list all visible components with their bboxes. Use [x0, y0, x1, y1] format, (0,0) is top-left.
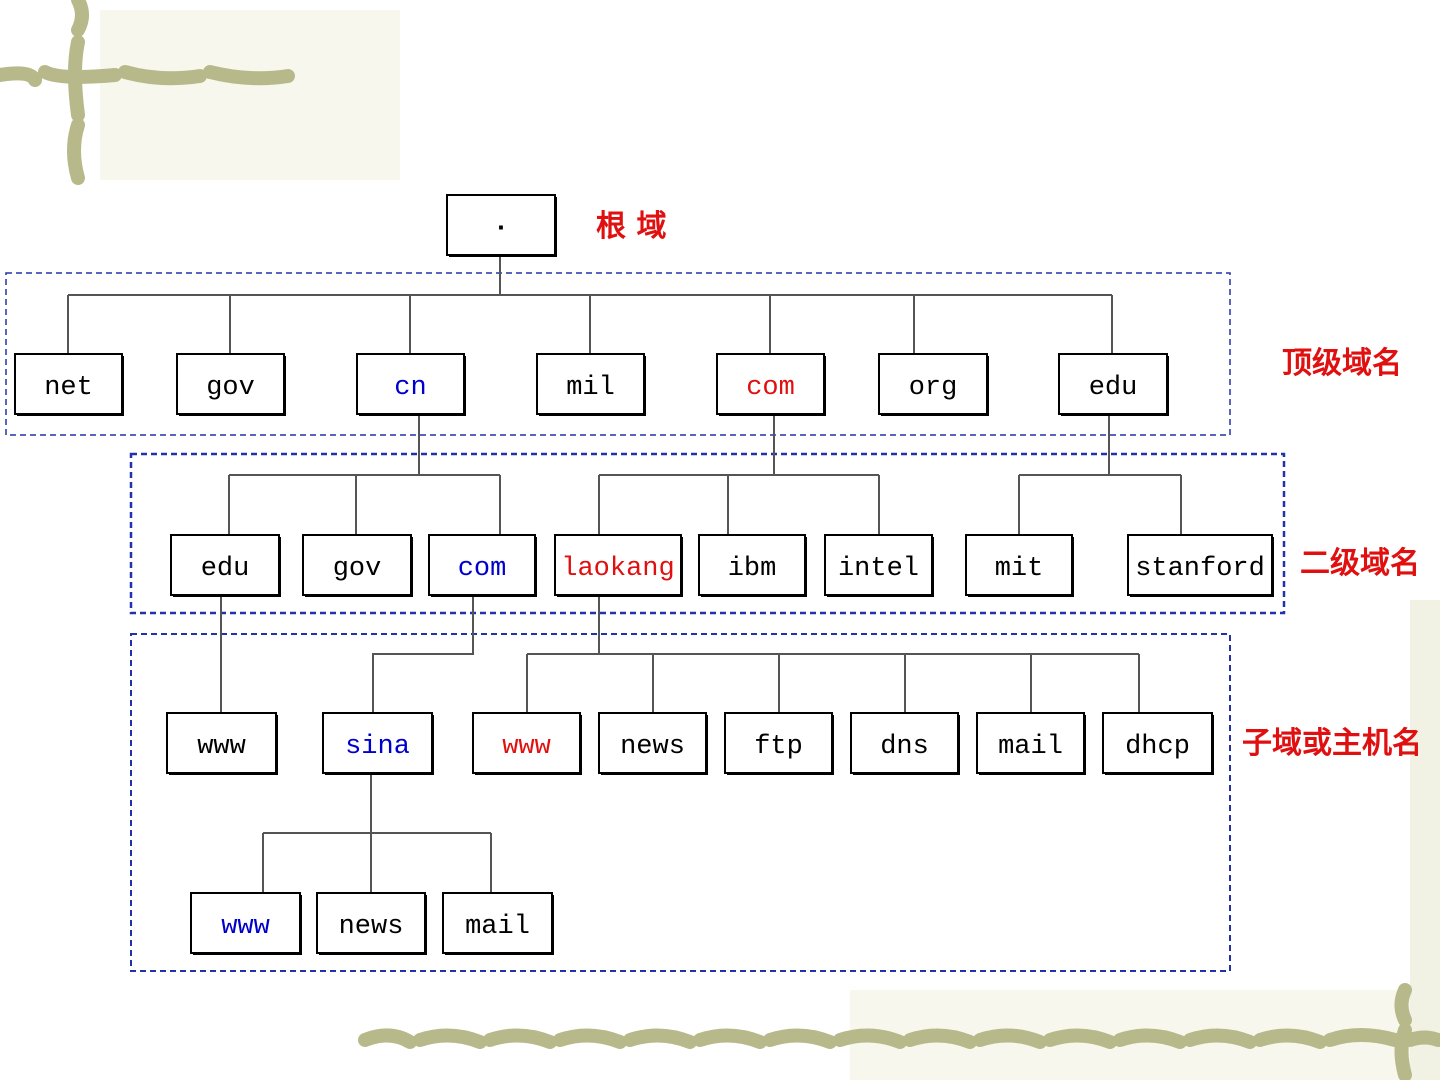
node-label: www [197, 732, 246, 762]
node-box [356, 353, 465, 415]
node-box [698, 534, 806, 596]
node-box [166, 712, 277, 774]
domain-node-cn: cn [356, 353, 466, 416]
domain-node-sina: sina [322, 712, 434, 775]
node-label: laokang [561, 554, 674, 584]
node-box [850, 712, 959, 774]
node-label: www [221, 912, 270, 942]
node-label: org [909, 373, 958, 403]
node-box [322, 712, 433, 774]
node-box [536, 353, 645, 415]
domain-node-mit: mit [965, 534, 1074, 597]
node-label: sina [345, 732, 410, 762]
node-label: stanford [1135, 554, 1265, 584]
second-level-domain-frame [129, 452, 1286, 615]
node-label: mit [995, 554, 1044, 584]
domain-node-root: · [446, 194, 557, 257]
domain-node-laokang-www: www [472, 712, 582, 775]
node-label: mail [465, 912, 530, 942]
second-level-domain-label: 二级域名 [1300, 546, 1420, 581]
domain-node-org: org [878, 353, 989, 416]
node-box [554, 534, 682, 596]
domain-node-sina-news: news [316, 892, 427, 955]
node-label: · [493, 214, 509, 244]
node-label: com [458, 554, 507, 584]
domain-node-mil: mil [536, 353, 646, 416]
root-domain-label: 根 域 [596, 209, 666, 244]
domain-node-intel: intel [824, 534, 934, 597]
domain-node-mail: mail [976, 712, 1086, 775]
node-label: cn [394, 373, 426, 403]
node-box [428, 534, 536, 596]
domain-node-stanford: stanford [1127, 534, 1274, 597]
domain-node-cn-edu: edu [170, 534, 281, 597]
domain-node-net: net [14, 353, 124, 416]
node-label: ibm [728, 554, 777, 584]
node-label: mil [566, 373, 615, 403]
node-box [965, 534, 1073, 596]
node-label: ftp [754, 732, 803, 762]
subdomain-host-label: 子域或主机名 [1242, 726, 1422, 761]
domain-node-sina-www: www [190, 892, 302, 955]
node-label: dhcp [1125, 732, 1190, 762]
node-box [598, 712, 707, 774]
node-label: edu [201, 554, 250, 584]
subdomain-host-frame [130, 633, 1231, 972]
domain-node-dhcp: dhcp [1102, 712, 1214, 775]
domain-node-cn-gov: gov [302, 534, 413, 597]
node-label: news [620, 732, 685, 762]
node-box [176, 353, 285, 415]
top-level-domain-label: 顶级域名 [1282, 346, 1402, 381]
domain-node-news: news [598, 712, 708, 775]
domain-node-ibm: ibm [698, 534, 807, 597]
node-label: com [746, 373, 795, 403]
node-box [472, 712, 581, 774]
domain-node-sina-mail: mail [442, 892, 554, 955]
node-label: news [339, 912, 404, 942]
domain-node-laokang: laokang [554, 534, 683, 597]
domain-node-ftp: ftp [724, 712, 834, 775]
node-label: gov [206, 373, 255, 403]
node-label: mail [998, 732, 1063, 762]
node-label: net [44, 373, 93, 403]
top-level-domain-frame [5, 272, 1231, 436]
domain-node-gov: gov [176, 353, 286, 416]
tree-connectors [67, 255, 1182, 893]
domain-node-cn-com: com [428, 534, 537, 597]
node-box [14, 353, 123, 415]
node-label: intel [838, 554, 919, 584]
node-label: edu [1089, 373, 1138, 403]
node-box [724, 712, 833, 774]
node-label: dns [880, 732, 929, 762]
domain-node-edu: edu [1058, 353, 1169, 416]
node-box [442, 892, 553, 954]
domain-node-edu-www: www [166, 712, 278, 775]
domain-node-com: com [716, 353, 826, 416]
node-label: gov [333, 554, 382, 584]
domain-node-dns: dns [850, 712, 960, 775]
node-label: www [502, 732, 551, 762]
node-box [878, 353, 988, 415]
